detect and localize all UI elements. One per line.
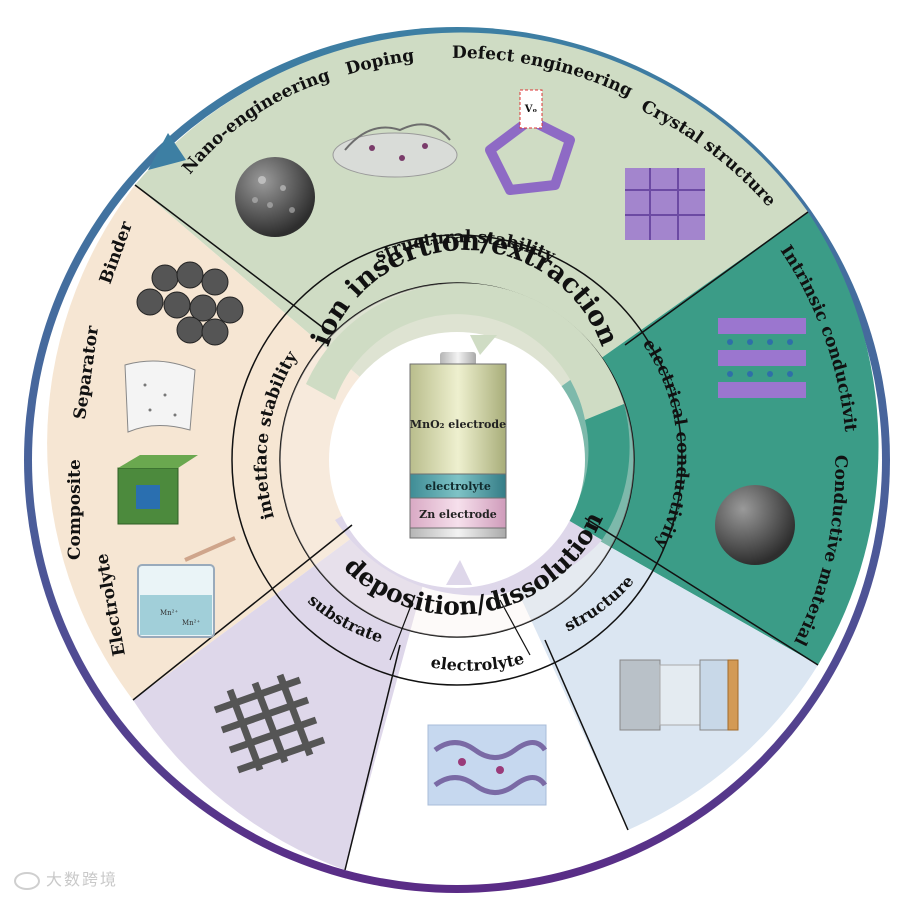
composite-label: Composite xyxy=(65,459,85,560)
battery-cell: MnO₂ electrode electrolyte Zn electrode xyxy=(409,352,507,539)
conductive-sphere-icon xyxy=(715,485,795,565)
svg-text:Mn²⁺: Mn²⁺ xyxy=(182,619,200,627)
doped-sheet-icon xyxy=(332,123,458,178)
watermark: 大数跨境 xyxy=(14,866,118,890)
beaker-icon: Mn²⁺ Mn²⁺ xyxy=(137,536,236,638)
battery-zn-label: Zn electrode xyxy=(419,508,497,521)
mesh-substrate-icon xyxy=(213,673,326,774)
bottom-center-sector xyxy=(345,460,628,879)
watermark-logo-icon xyxy=(14,871,40,890)
battery-mno2-label: MnO₂ electrode xyxy=(410,418,506,431)
composite-cube-icon xyxy=(117,455,198,525)
electrolyte-wave-icon xyxy=(427,724,548,806)
battery-electrolyte-label: electrolyte xyxy=(425,480,491,493)
nanoparticle-sphere-icon xyxy=(235,157,315,237)
top-sector xyxy=(135,32,808,461)
ring-arrow-icon xyxy=(148,133,186,170)
binder-particles-icon xyxy=(136,261,244,346)
layered-structure-icon xyxy=(718,318,806,398)
svg-text:Mn²⁺: Mn²⁺ xyxy=(160,609,178,617)
cell-stack-icon xyxy=(619,659,739,731)
vacancy-lattice-icon: Vₒ xyxy=(485,89,575,195)
crystal-structure-icon xyxy=(625,168,705,240)
battery-cap xyxy=(440,352,476,366)
svg-text:Vₒ: Vₒ xyxy=(524,104,538,115)
separator-sheet-icon xyxy=(124,360,196,433)
